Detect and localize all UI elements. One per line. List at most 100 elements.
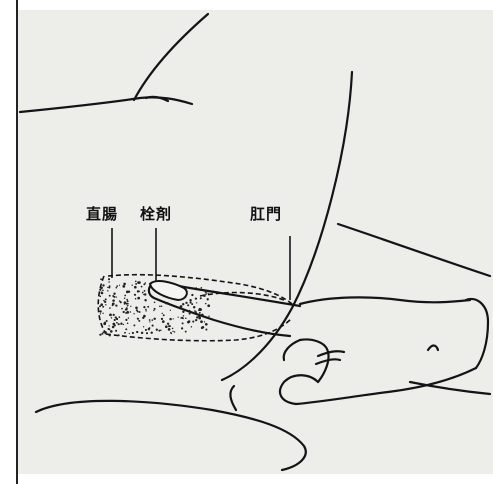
- stipple-dot: [104, 322, 106, 324]
- stipple-dot: [200, 297, 202, 299]
- stipple-dot: [167, 302, 169, 304]
- stipple-dot: [199, 312, 201, 314]
- stipple-dot: [115, 330, 117, 332]
- stipple-dot: [135, 283, 137, 285]
- stipple-dot: [102, 313, 103, 314]
- stipple-dot: [183, 315, 184, 316]
- stipple-dot: [188, 322, 190, 324]
- stipple-dot: [118, 316, 120, 318]
- stipple-dot: [182, 322, 184, 324]
- stipple-dot: [102, 289, 104, 291]
- stipple-dot: [99, 310, 101, 312]
- stipple-dot: [205, 290, 208, 293]
- stipple-dot: [196, 302, 197, 303]
- stipple-dot: [139, 311, 141, 313]
- stipple-dot: [107, 333, 109, 335]
- stipple-dot: [129, 333, 130, 334]
- stipple-dot: [161, 306, 162, 307]
- stipple-dot: [100, 303, 103, 306]
- stipple-dot: [99, 295, 101, 297]
- stipple-dot: [149, 327, 151, 329]
- stipple-dot: [190, 287, 192, 289]
- stipple-dot: [198, 317, 201, 320]
- stipple-dot: [180, 317, 181, 318]
- stipple-dot: [145, 282, 147, 284]
- stipple-dot: [127, 323, 129, 325]
- stipple-dot: [130, 311, 131, 312]
- stipple-dot: [103, 300, 105, 302]
- stipple-dot: [111, 317, 112, 318]
- stipple-dot: [192, 321, 194, 323]
- stipple-dot: [100, 287, 102, 289]
- stipple-dot: [185, 302, 187, 304]
- stipple-dot: [207, 298, 209, 300]
- stipple-dot: [133, 313, 134, 314]
- stipple-dot: [190, 301, 192, 303]
- stipple-dot: [108, 325, 109, 326]
- stipple-dot: [196, 287, 197, 288]
- stipple-dot: [207, 304, 210, 307]
- stipple-dot: [145, 309, 147, 311]
- stipple-dot: [99, 305, 101, 307]
- stipple-dot: [165, 325, 168, 328]
- stipple-dot: [123, 283, 126, 286]
- stipple-dot: [174, 331, 176, 333]
- stipple-dot: [158, 330, 160, 332]
- stipple-dot: [138, 282, 139, 283]
- stipple-dot: [189, 299, 191, 301]
- stipple-dot: [182, 303, 184, 305]
- stipple-dot: [172, 331, 173, 332]
- stipple-dot: [204, 321, 205, 322]
- stipple-dot: [109, 307, 111, 309]
- stipple-dot: [163, 314, 165, 316]
- stipple-dot: [208, 293, 209, 294]
- stipple-dot: [149, 321, 150, 322]
- stipple-dot: [195, 319, 197, 321]
- stipple-dot: [137, 297, 140, 300]
- stipple-dot: [107, 287, 108, 288]
- stipple-dot: [123, 311, 125, 313]
- stipple-dot: [138, 320, 140, 322]
- stipple-dot: [195, 297, 197, 299]
- stipple-dot: [165, 303, 167, 305]
- stipple-dot: [125, 328, 127, 330]
- stipple-dot: [122, 285, 125, 288]
- stipple-dot: [154, 302, 156, 304]
- stipple-dot: [127, 291, 128, 292]
- stipple-dot: [168, 328, 171, 331]
- stipple-dot: [127, 300, 129, 302]
- stipple-dot: [147, 306, 149, 308]
- stipple-dot: [137, 311, 139, 313]
- stipple-dot: [173, 318, 174, 319]
- stipple-dot: [187, 304, 189, 306]
- stipple-dot: [143, 326, 144, 327]
- stipple-dot: [180, 305, 183, 308]
- stipple-dot: [145, 310, 147, 312]
- stipple-dot: [202, 326, 205, 329]
- stipple-dot: [127, 303, 128, 304]
- stipple-dot: [109, 314, 112, 317]
- stipple-dot: [115, 287, 117, 289]
- stipple-dot: [189, 313, 191, 315]
- stipple-dot: [112, 299, 115, 302]
- stipple-dot: [132, 285, 133, 286]
- stipple-dot: [121, 308, 123, 310]
- stipple-dot: [181, 308, 183, 310]
- stipple-dot: [102, 284, 104, 286]
- stipple-dot: [160, 330, 161, 331]
- stipple-dot: [191, 303, 193, 305]
- stipple-dot: [130, 306, 131, 307]
- stipple-dot: [142, 292, 144, 294]
- stipple-dot: [152, 325, 154, 327]
- stipple-dot: [200, 320, 203, 323]
- stipple-dot: [116, 285, 118, 287]
- stipple-dot: [125, 319, 127, 321]
- paper-background: [17, 10, 493, 474]
- stipple-dot: [144, 290, 146, 292]
- stipple-dot: [168, 325, 170, 327]
- stipple-dot: [103, 332, 105, 334]
- stipple-dot: [109, 285, 111, 287]
- stipple-dot: [162, 313, 163, 314]
- stipple-dot: [206, 329, 208, 331]
